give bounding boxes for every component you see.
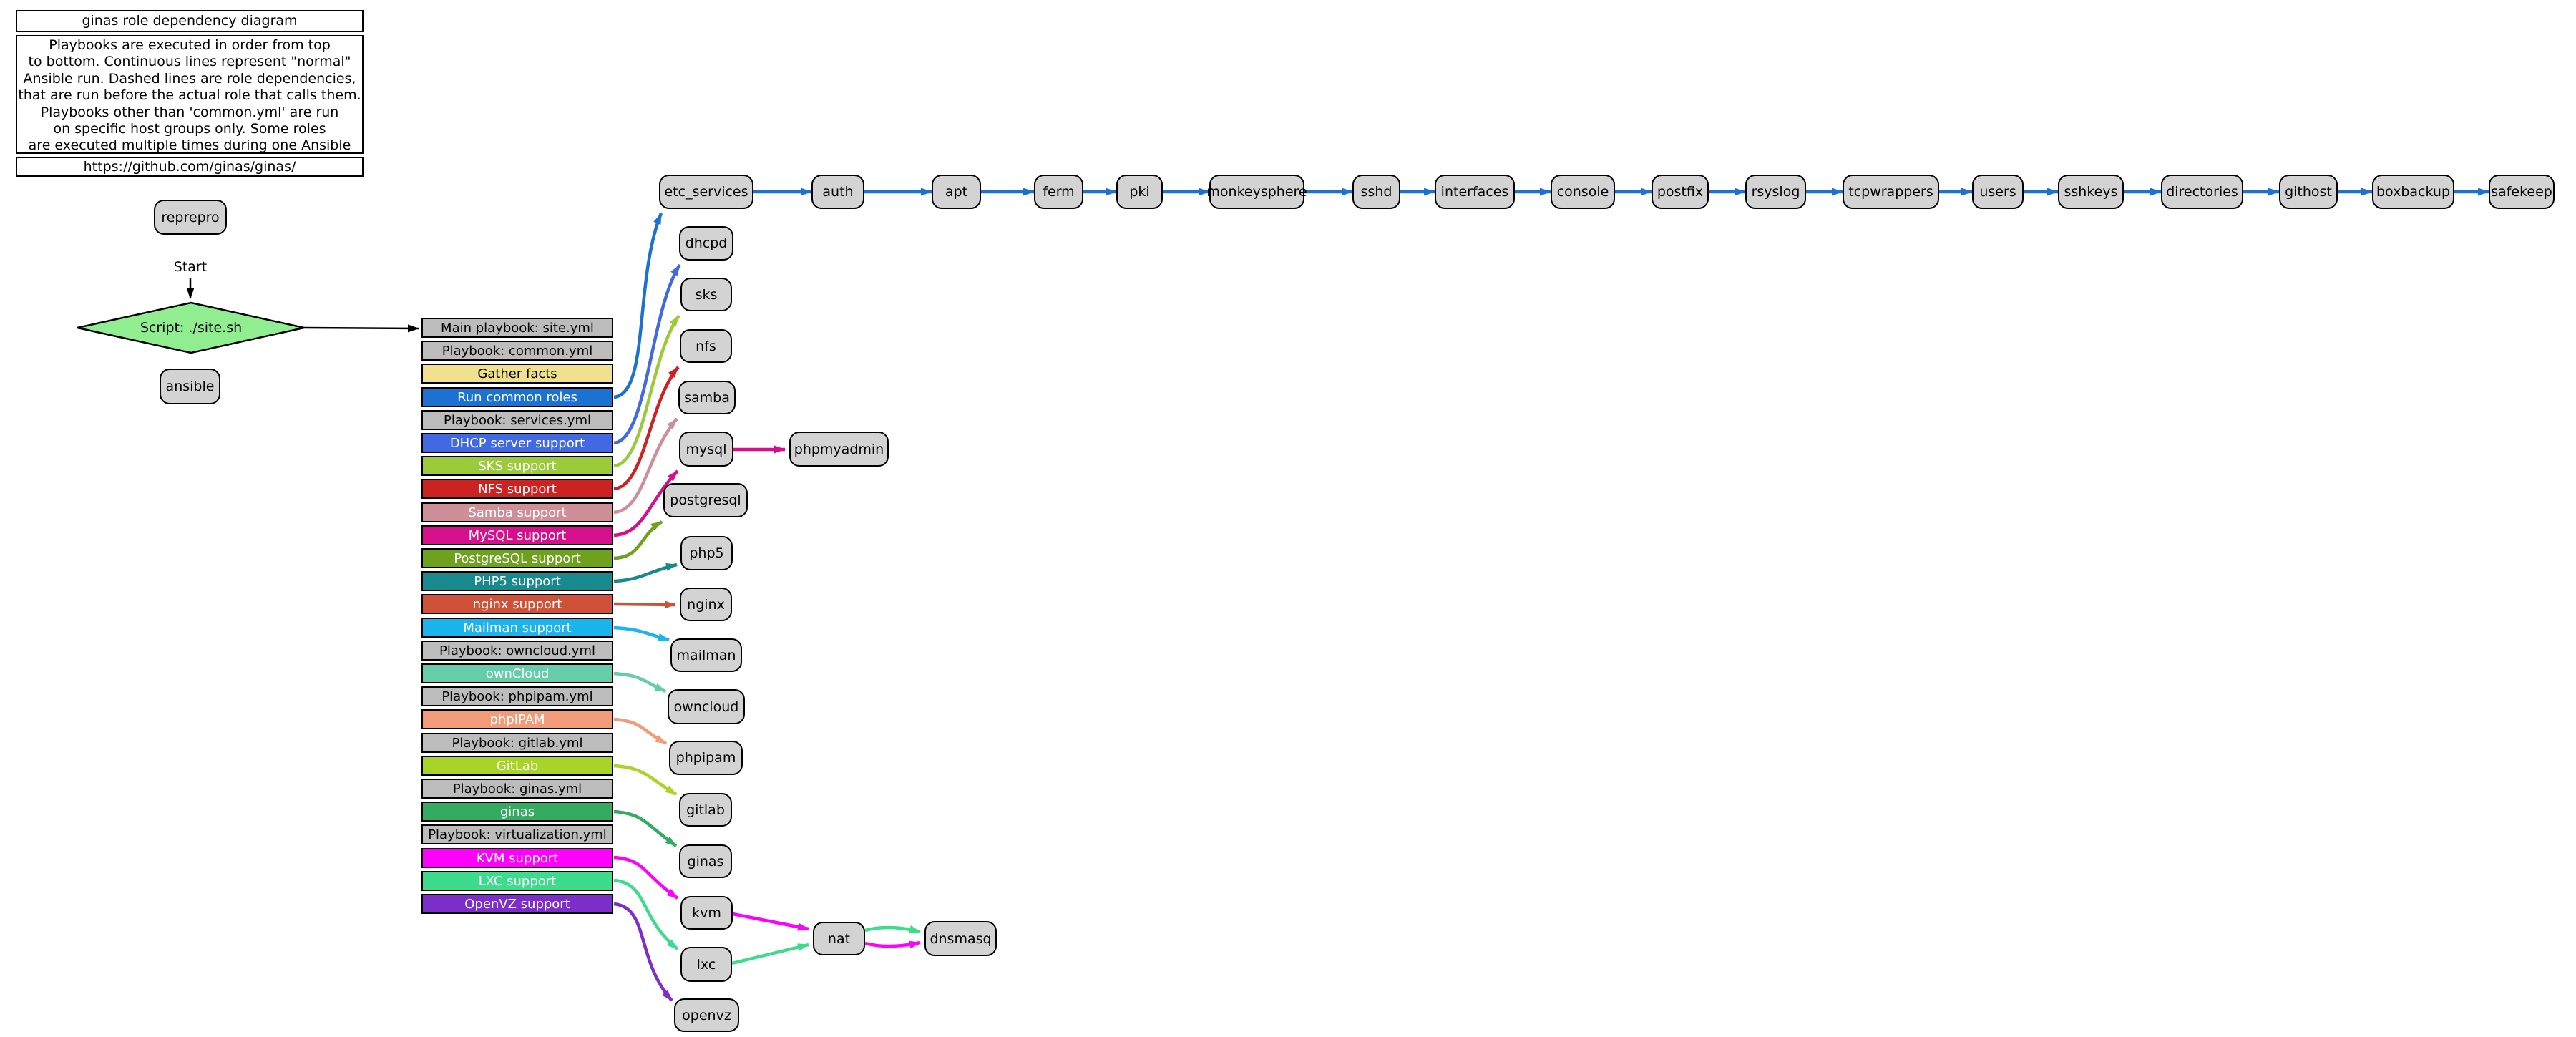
node-boxbackup: boxbackup <box>2372 175 2454 209</box>
edge-mailman-to-mailman <box>613 625 670 642</box>
node-kvm: kvm <box>680 896 733 930</box>
playbook-row-21: ginas <box>421 802 613 822</box>
node-dnsmasq: dnsmasq <box>924 921 997 956</box>
diagram-description: Playbooks are executed in order from top… <box>16 35 364 170</box>
playbook-row-6: SKS support <box>421 456 613 476</box>
node-lxc: lxc <box>680 947 732 982</box>
playbook-row-14: Playbook: owncloud.yml <box>421 641 613 661</box>
repo-url: https://github.com/ginas/ginas/ <box>16 157 364 177</box>
description-line: that are run before the actual role that… <box>18 87 361 104</box>
playbook-row-23: KVM support <box>421 848 613 868</box>
node-phpipam: phpipam <box>669 741 743 775</box>
node-openvz: openvz <box>674 998 739 1032</box>
node-nat: nat <box>813 922 865 955</box>
edge-postgresql-to-postgresql <box>613 520 663 560</box>
node-rsyslog: rsyslog <box>1745 175 1806 209</box>
node-postfix: postfix <box>1652 175 1709 209</box>
edge-nginx-to-nginx <box>613 600 676 609</box>
edge-lxc-to-lxc <box>613 878 679 950</box>
playbook-row-9: MySQL support <box>421 525 613 545</box>
node-samba: samba <box>678 381 736 414</box>
diagram-title: ginas role dependency diagram <box>16 10 364 32</box>
node-users: users <box>1972 175 2024 209</box>
node-apt: apt <box>932 175 981 209</box>
edge-phpipam-to-phpipam <box>613 717 668 745</box>
edge-php5-to-php5 <box>613 563 678 583</box>
playbook-row-11: PHP5 support <box>421 571 613 591</box>
node-sshd: sshd <box>1352 175 1400 209</box>
edge-kvm-to-kvm <box>613 855 679 900</box>
edge-ginas-to-ginas <box>613 809 678 847</box>
node-githost: githost <box>2279 175 2338 209</box>
playbook-row-0: Main playbook: site.yml <box>421 318 613 338</box>
playbook-row-19: GitLab <box>421 756 613 776</box>
node-console: console <box>1551 175 1615 209</box>
playbook-row-15: ownCloud <box>421 663 613 683</box>
node-dhcpd: dhcpd <box>679 226 733 261</box>
playbook-row-16: Playbook: phpipam.yml <box>421 686 613 706</box>
playbook-row-7: NFS support <box>421 479 613 499</box>
node-safekeep: safekeep <box>2489 175 2555 209</box>
edge-kvm-to-nat <box>732 912 809 931</box>
playbook-row-22: Playbook: virtualization.yml <box>421 824 613 844</box>
node-nginx: nginx <box>680 588 732 621</box>
edge-sks-to-sks <box>613 314 680 468</box>
playbook-row-12: nginx support <box>421 594 613 614</box>
node-monkeysphere: monkeysphere <box>1206 175 1307 209</box>
edge-gitlab-to-gitlab <box>613 764 678 796</box>
node-pki: pki <box>1116 175 1163 209</box>
node-nfs: nfs <box>680 329 732 363</box>
playbook-row-5: DHCP server support <box>421 433 613 453</box>
edge-openvz-to-openvz <box>613 902 673 1002</box>
edge-nat-to-dnsmasq-green <box>864 925 921 934</box>
edge-run-common-to-etc_services <box>613 213 663 399</box>
description-line: on specific host groups only. Some roles <box>53 121 326 137</box>
playbook-row-10: PostgreSQL support <box>421 548 613 568</box>
edge-lxc-to-nat <box>731 943 809 965</box>
node-php5: php5 <box>680 536 733 570</box>
node-etc_services: etc_services <box>659 175 753 209</box>
playbook-row-4: Playbook: services.yml <box>421 410 613 430</box>
playbook-row-24: LXC support <box>421 871 613 891</box>
description-line: Playbooks other than 'common.yml' are ru… <box>40 104 339 120</box>
node-ginas: ginas <box>679 844 732 878</box>
edge-samba-to-samba <box>613 417 678 515</box>
node-phpmyadmin: phpmyadmin <box>789 432 889 467</box>
node-owncloud: owncloud <box>668 689 745 724</box>
node-sshkeys: sshkeys <box>2058 175 2124 209</box>
edge-mysql-to-mysql <box>613 469 679 537</box>
edge-nfs-to-nfs <box>613 366 680 491</box>
description-line: to bottom. Continuous lines represent "n… <box>28 54 351 70</box>
node-reprepro: reprepro <box>154 200 227 235</box>
playbook-row-17: phpIPAM <box>421 709 613 729</box>
edge-owncloud-to-owncloud <box>613 671 666 693</box>
node-auth: auth <box>811 175 864 209</box>
node-mysql: mysql <box>679 432 733 467</box>
playbook-row-1: Playbook: common.yml <box>421 341 613 361</box>
playbook-row-18: Playbook: gitlab.yml <box>421 733 613 753</box>
node-interfaces: interfaces <box>1435 175 1515 209</box>
description-line: Playbooks are executed in order from top <box>49 37 331 53</box>
node-ferm: ferm <box>1034 175 1083 209</box>
node-directories: directories <box>2161 175 2243 209</box>
start-label: Start <box>173 259 208 275</box>
node-gitlab: gitlab <box>679 793 732 827</box>
playbook-row-8: Samba support <box>421 502 613 522</box>
script-decision-label: Script: ./site.sh <box>140 320 243 336</box>
description-line: Ansible run. Dashed lines are role depen… <box>23 70 356 87</box>
playbook-row-25: OpenVZ support <box>421 894 613 914</box>
playbook-row-13: Mailman support <box>421 618 613 638</box>
playbook-row-2: Gather facts <box>421 364 613 384</box>
node-tcpwrappers: tcpwrappers <box>1843 175 1939 209</box>
node-mailman: mailman <box>670 638 742 672</box>
node-ansible: ansible <box>160 369 220 404</box>
edge-dhcp-to-dhcpd <box>613 263 681 445</box>
edge-nat-to-dnsmasq-magenta <box>864 940 921 949</box>
node-postgresql: postgresql <box>663 483 748 517</box>
playbook-row-3: Run common roles <box>421 387 613 407</box>
playbook-row-20: Playbook: ginas.yml <box>421 779 613 799</box>
node-sks: sks <box>680 278 732 311</box>
